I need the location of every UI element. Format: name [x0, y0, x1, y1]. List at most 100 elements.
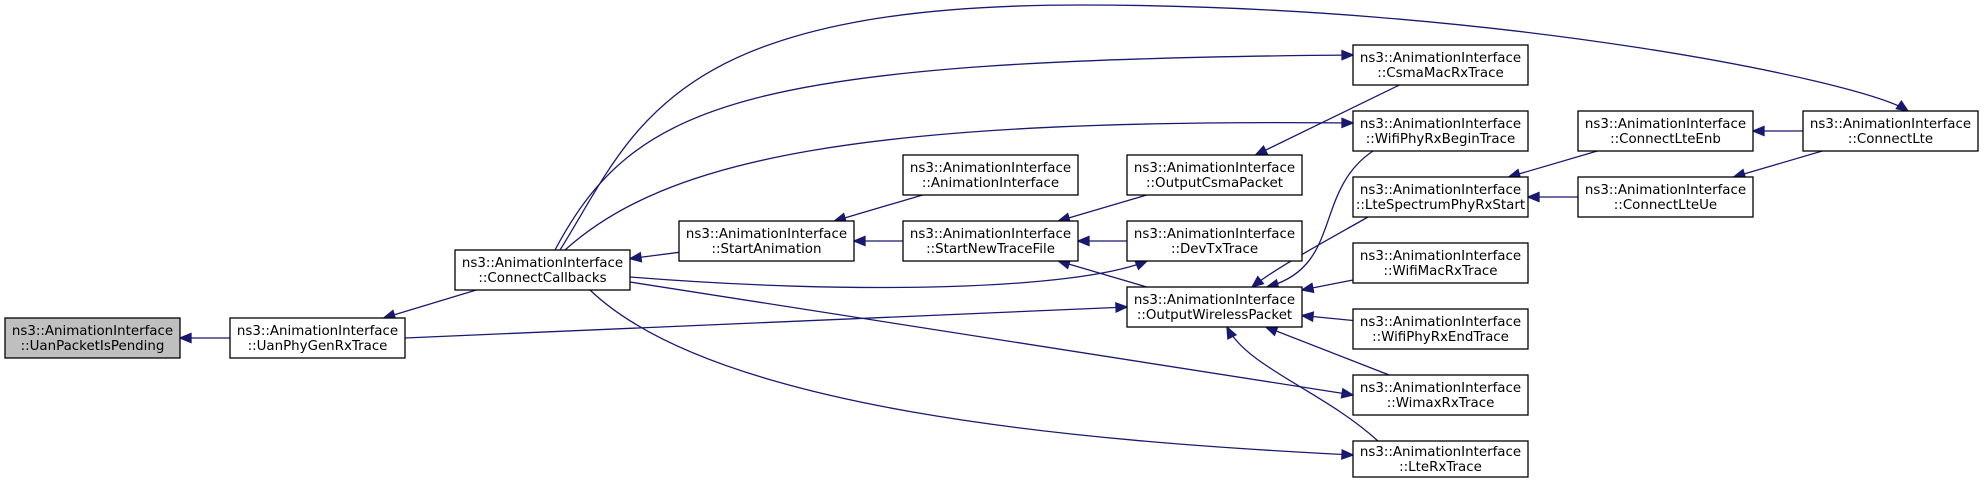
edge-line: [629, 260, 1148, 289]
node-label-line2: ::OutputCsmaPacket: [1146, 176, 1283, 191]
node-wimax[interactable]: ns3::AnimationInterface::WimaxRxTrace: [1352, 374, 1529, 416]
edge-line: [1508, 150, 1598, 178]
edge-line: [629, 281, 1354, 396]
node-label-line1: ns3::AnimationInterface: [1360, 381, 1521, 396]
arrowhead: [1264, 326, 1279, 337]
node-startnew[interactable]: ns3::AnimationInterface::StartNewTraceFi…: [902, 220, 1079, 262]
node-uanpending: ns3::AnimationInterface::UanPacketIsPend…: [4, 317, 181, 359]
arrowhead: [1115, 302, 1129, 313]
node-box: [1352, 440, 1529, 478]
edge-connectcb-to-lterx: [589, 289, 1355, 460]
node-label-line2: ::LteSpectrumPhyRxStart: [1356, 198, 1525, 213]
node-box: [1352, 44, 1529, 86]
arrowhead: [1340, 387, 1355, 399]
node-box: [1126, 154, 1303, 196]
node-box: [229, 317, 406, 359]
node-label-line1: ns3::AnimationInterface: [1360, 249, 1521, 264]
node-label-line2: ::UanPacketIsPending: [21, 339, 165, 354]
edge-devtx-to-startnew: [1076, 235, 1127, 247]
node-label-line1: ns3::AnimationInterface: [1360, 51, 1521, 66]
node-box: [1352, 176, 1529, 218]
node-label-line1: ns3::AnimationInterface: [910, 161, 1071, 176]
node-wifimac[interactable]: ns3::AnimationInterface::WifiMacRxTrace: [1352, 242, 1529, 284]
node-connectlteue[interactable]: ns3::AnimationInterface::ConnectLteUe: [1577, 176, 1754, 218]
node-label-line2: ::WifiMacRxTrace: [1384, 264, 1498, 279]
edge-connectlte-to-connectlteenb: [1751, 125, 1803, 137]
edge-wifimac-to-outwireless: [1300, 279, 1354, 294]
node-box: [1352, 374, 1529, 416]
edge-line: [1265, 326, 1390, 376]
node-box: [1126, 286, 1303, 328]
node-wifiphyend[interactable]: ns3::AnimationInterface::WifiPhyRxEndTra…: [1352, 308, 1529, 350]
edge-connectcb-to-uanphy: [382, 289, 477, 320]
node-label-line1: ns3::AnimationInterface: [1134, 161, 1295, 176]
node-label-line2: ::StartNewTraceFile: [926, 242, 1055, 257]
edge-outcsma-to-startnew: [1056, 194, 1147, 223]
edge-startanim-to-connectcb: [628, 251, 680, 263]
edge-uanphy-to-uanpending: [178, 332, 230, 344]
edge-lterx-to-outwireless: [1226, 325, 1379, 442]
node-label-line1: ns3::AnimationInterface: [910, 227, 1071, 242]
node-box: [902, 220, 1079, 262]
node-label-line1: ns3::AnimationInterface: [462, 256, 623, 271]
arrowhead: [1526, 191, 1540, 203]
node-label-line1: ns3::AnimationInterface: [1134, 293, 1295, 308]
node-label-line1: ns3::AnimationInterface: [12, 324, 173, 339]
node-box: [1577, 110, 1754, 152]
node-connectlte[interactable]: ns3::AnimationInterface::ConnectLte: [1802, 110, 1979, 152]
node-box: [454, 249, 631, 291]
node-connectlteenb[interactable]: ns3::AnimationInterface::ConnectLteEnb: [1577, 110, 1754, 152]
node-box: [1126, 220, 1303, 262]
node-startanim[interactable]: ns3::AnimationInterface::StartAnimation: [678, 220, 855, 262]
node-uanphy[interactable]: ns3::AnimationInterface::UanPhyGenRxTrac…: [229, 317, 406, 359]
node-ltespec[interactable]: ns3::AnimationInterface::LteSpectrumPhyR…: [1352, 176, 1529, 218]
node-label-line1: ns3::AnimationInterface: [237, 324, 398, 339]
node-wifiphybegin[interactable]: ns3::AnimationInterface::WifiPhyRxBeginT…: [1352, 110, 1529, 152]
edge-line: [1266, 150, 1374, 288]
edges-layer: [178, 4, 1910, 460]
arrowhead: [1300, 282, 1315, 294]
arrowhead: [178, 332, 192, 344]
node-outcsma[interactable]: ns3::AnimationInterface::OutputCsmaPacke…: [1126, 154, 1303, 196]
edge-connectlteenb-to-ltespec: [1507, 150, 1598, 179]
node-label-line2: ::DevTxTrace: [1171, 242, 1258, 257]
node-box: [1352, 242, 1529, 284]
node-label-line2: ::ConnectCallbacks: [478, 271, 606, 286]
edge-line: [554, 54, 1354, 251]
node-label-line1: ns3::AnimationInterface: [1360, 445, 1521, 460]
edge-connectlteue-to-ltespec: [1526, 191, 1578, 203]
node-label-line2: ::WifiPhyRxEndTrace: [1372, 330, 1509, 345]
node-label-line1: ns3::AnimationInterface: [1810, 117, 1971, 132]
edge-line: [589, 289, 1354, 456]
edge-connectcb-to-csmamac: [554, 49, 1355, 251]
arrowhead: [1341, 117, 1355, 129]
arrowhead: [628, 251, 643, 263]
node-label-line2: ::StartAnimation: [711, 242, 821, 257]
arrowhead: [1254, 144, 1269, 156]
node-csmamac[interactable]: ns3::AnimationInterface::CsmaMacRxTrace: [1352, 44, 1529, 86]
edge-line: [559, 4, 1909, 251]
node-devtx[interactable]: ns3::AnimationInterface::DevTxTrace: [1126, 220, 1303, 262]
node-label-line1: ns3::AnimationInterface: [1360, 117, 1521, 132]
edge-line: [1058, 194, 1147, 222]
edge-startnew-to-startanim: [852, 235, 903, 247]
node-outwireless[interactable]: ns3::AnimationInterface::OutputWirelessP…: [1126, 286, 1303, 328]
node-label-line2: ::AnimationInterface: [922, 176, 1059, 191]
node-animiface[interactable]: ns3::AnimationInterface::AnimationInterf…: [902, 154, 1079, 196]
edge-line: [1255, 84, 1400, 156]
arrowhead: [852, 235, 866, 247]
node-label-line2: ::WimaxRxTrace: [1387, 396, 1495, 411]
node-label-line2: ::ConnectLte: [1848, 132, 1933, 147]
node-label-line1: ns3::AnimationInterface: [1360, 315, 1521, 330]
node-label-line2: ::CsmaMacRxTrace: [1377, 66, 1503, 81]
node-label-line1: ns3::AnimationInterface: [1585, 183, 1746, 198]
node-box: [678, 220, 855, 262]
node-label-line2: ::OutputWirelessPacket: [1137, 308, 1292, 323]
edge-connectlte-to-connectlteue: [1732, 150, 1823, 179]
edge-line: [1733, 150, 1823, 178]
node-connectcb[interactable]: ns3::AnimationInterface::ConnectCallback…: [454, 249, 631, 291]
edge-line: [834, 194, 923, 222]
node-label-line2: ::LteRxTrace: [1399, 460, 1482, 475]
node-lterx[interactable]: ns3::AnimationInterface::LteRxTrace: [1352, 440, 1529, 478]
node-label-line1: ns3::AnimationInterface: [1360, 183, 1521, 198]
